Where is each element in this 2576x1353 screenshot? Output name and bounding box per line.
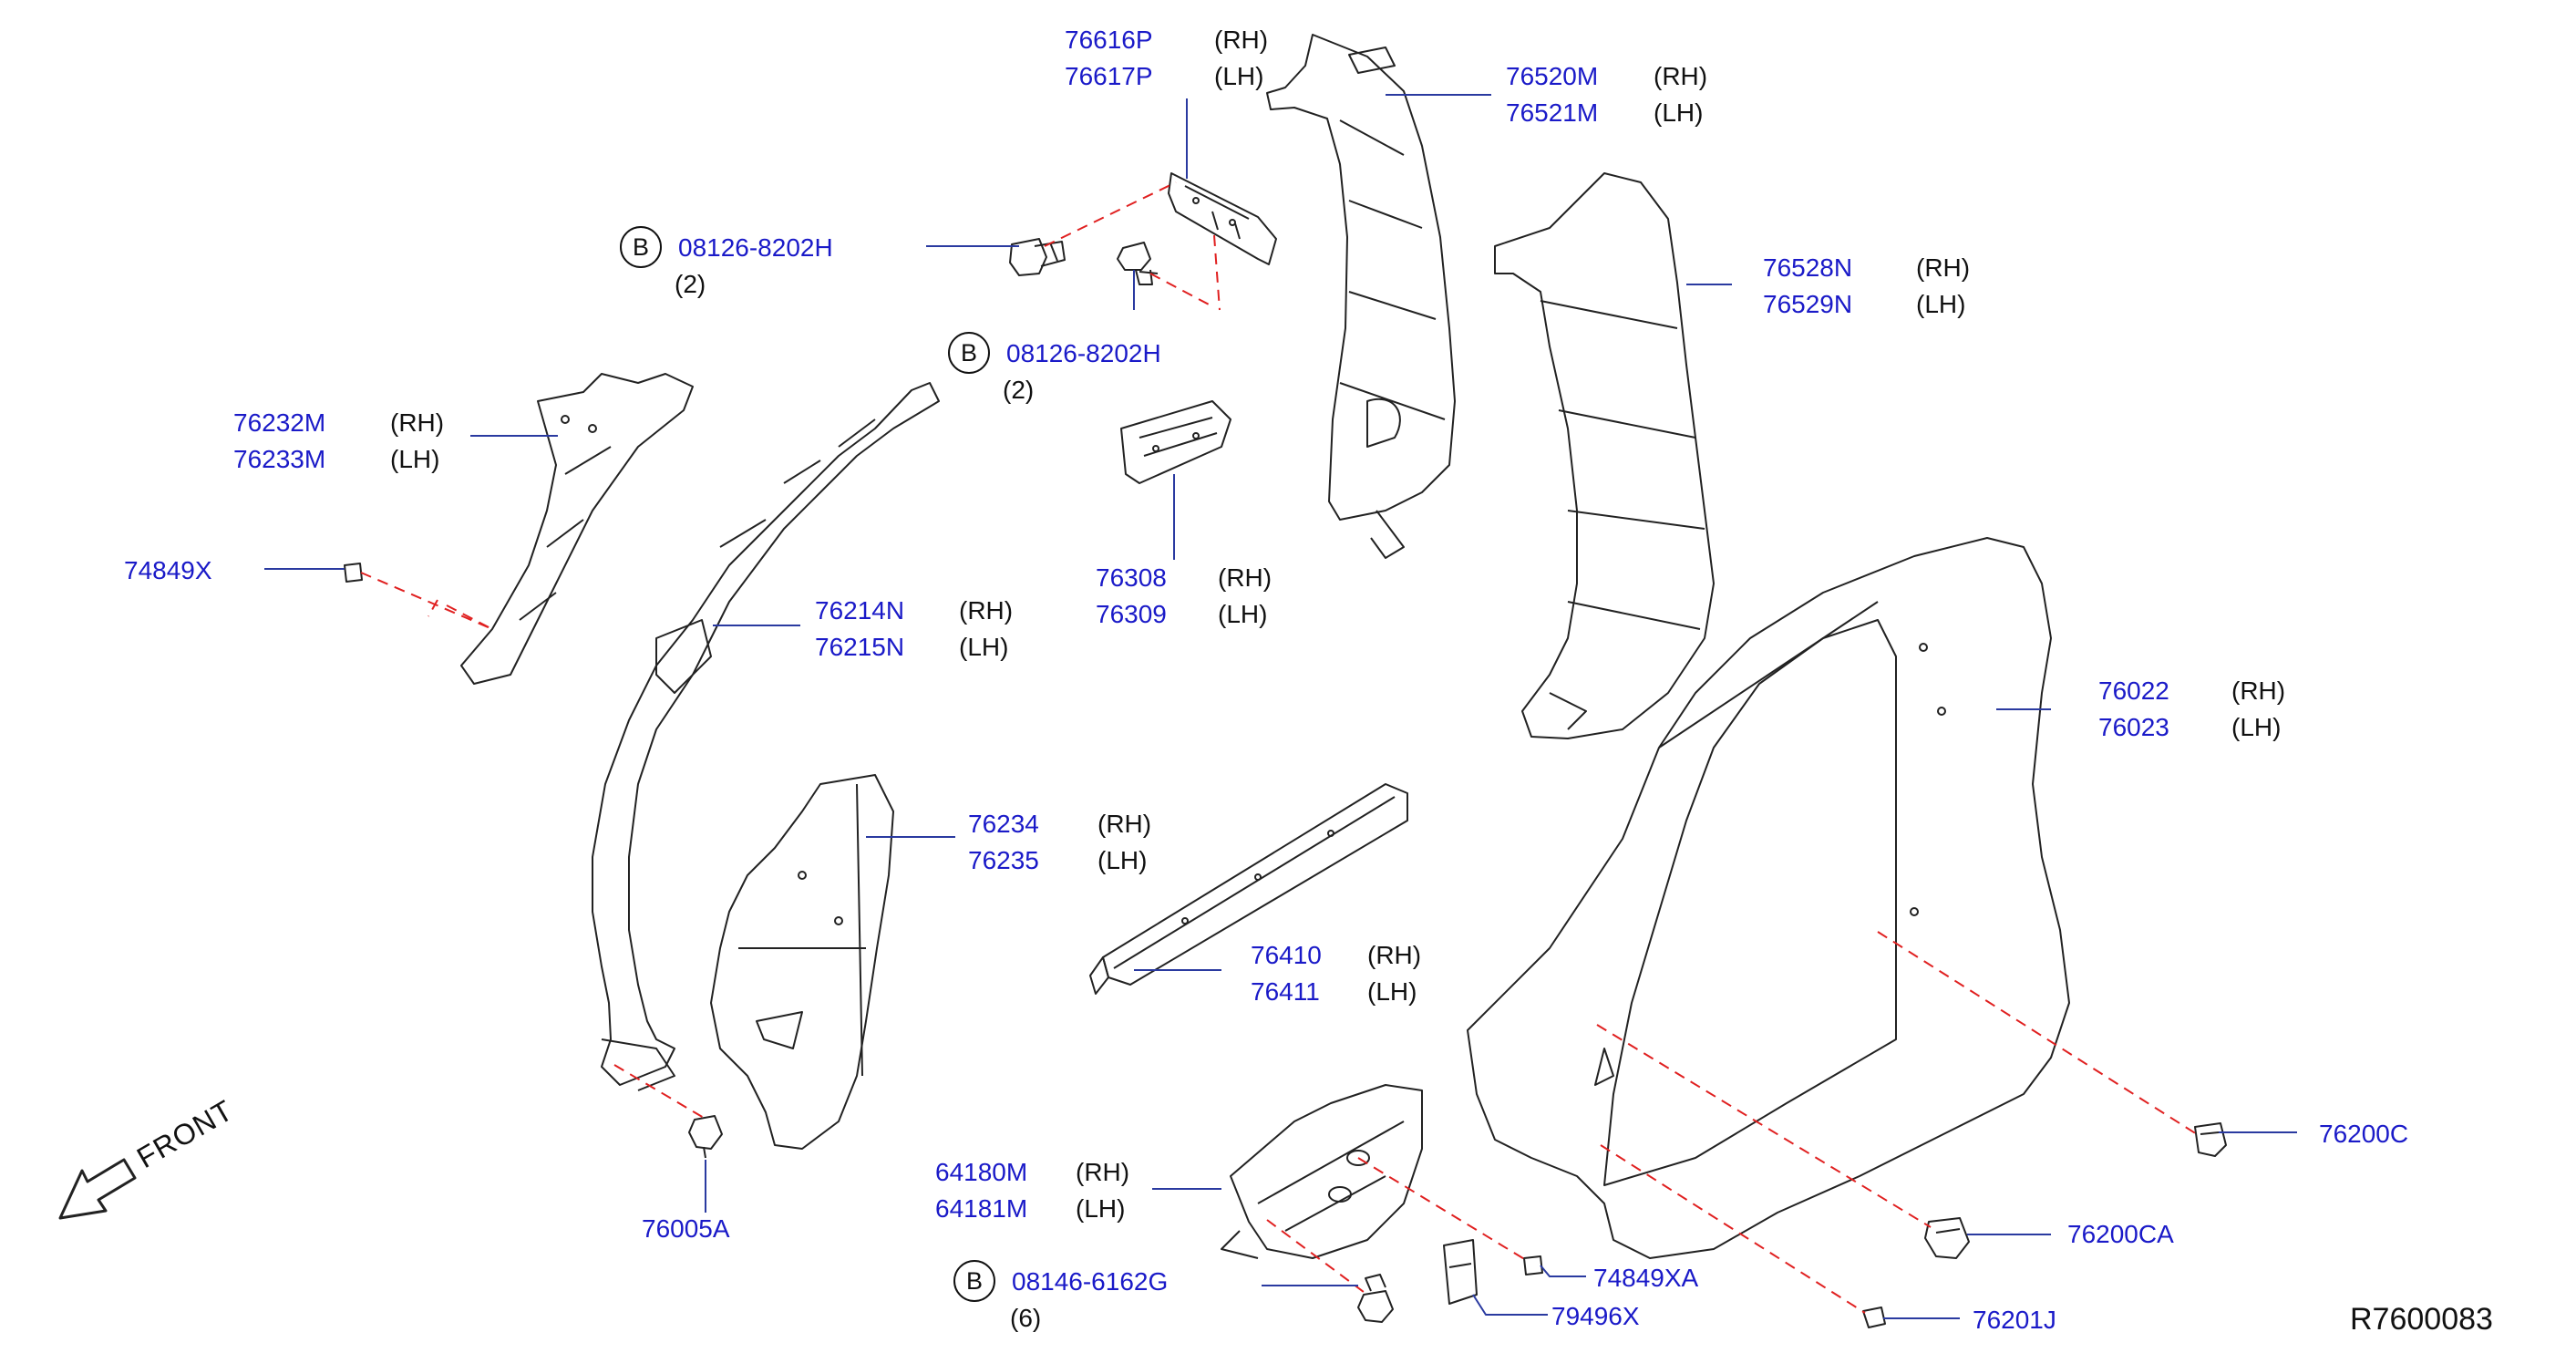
front-pillar-inner-part <box>592 382 940 1091</box>
callout-08126-upper-badge: B <box>620 226 662 268</box>
installation-guide-lines <box>360 181 2198 1314</box>
callout-76617p[interactable]: 76617P <box>1065 62 1153 90</box>
callout-08126-upper-qty: (2) <box>675 270 706 298</box>
callout-76215n[interactable]: 76215N <box>815 633 905 661</box>
callout-76521m[interactable]: 76521M <box>1506 98 1599 127</box>
callout-76235[interactable]: 76235 <box>968 846 1039 874</box>
callout-76616p-side: (RH) <box>1214 26 1269 54</box>
callout-64181m-side: (LH) <box>1076 1194 1126 1223</box>
callout-76528n[interactable]: 76528N <box>1763 253 1853 282</box>
hinge-pillar-part <box>710 774 894 1150</box>
diagram-reference-code: R7600083 <box>2350 1302 2493 1337</box>
callout-76201j[interactable]: 76201J <box>1973 1306 2056 1334</box>
callout-76215n-side: (LH) <box>959 633 1009 661</box>
pillar-bracket-part <box>1120 400 1231 484</box>
callout-76411-side: (LH) <box>1367 977 1417 1006</box>
body-side-outer-panel-part <box>1467 537 2070 1259</box>
callout-64181m[interactable]: 64181M <box>935 1194 1028 1223</box>
callout-76308-side: (RH) <box>1218 563 1273 592</box>
callout-76200c[interactable]: 76200C <box>2319 1120 2409 1148</box>
callout-leader-lines <box>264 94 2297 1319</box>
callout-74849x[interactable]: 74849X <box>124 556 212 584</box>
callout-76200ca[interactable]: 76200CA <box>2067 1220 2174 1248</box>
callout-76233m[interactable]: 76233M <box>233 445 326 473</box>
callout-08146[interactable]: 08146-6162G <box>1012 1267 1169 1296</box>
quarter-inner-panel-part <box>1494 172 1715 739</box>
callout-76214n-side: (RH) <box>959 596 1014 625</box>
callout-76528n-side: (RH) <box>1916 253 1971 282</box>
roof-rail-reinforcement-part <box>1168 172 1277 265</box>
callout-64180m-side: (RH) <box>1076 1158 1130 1186</box>
callout-76232m-side: (RH) <box>390 408 445 437</box>
callout-76309-side: (LH) <box>1218 600 1268 628</box>
callout-76529n[interactable]: 76529N <box>1763 290 1853 318</box>
callout-08146-badge: B <box>953 1260 995 1302</box>
callout-76410[interactable]: 76410 <box>1251 941 1322 969</box>
callout-08146-qty: (6) <box>1010 1304 1042 1332</box>
callout-76521m-side: (LH) <box>1654 98 1704 127</box>
clip-part-74849xa <box>1523 1255 1543 1276</box>
callout-64180m[interactable]: 64180M <box>935 1158 1028 1186</box>
callout-76233m-side: (LH) <box>390 445 440 473</box>
callout-08126-lower[interactable]: 08126-8202H <box>1006 339 1161 367</box>
a-pillar-upper-reinforcement-part <box>460 373 694 685</box>
callout-76520m[interactable]: 76520M <box>1506 62 1599 90</box>
seat-belt-anchor-bracket-part <box>1221 1084 1423 1259</box>
bolt-part-76005a <box>688 1115 723 1159</box>
callout-08126-lower-badge: B <box>948 332 990 374</box>
callout-76411[interactable]: 76411 <box>1251 977 1320 1006</box>
callout-76023[interactable]: 76023 <box>2098 713 2169 741</box>
callout-76308[interactable]: 76308 <box>1096 563 1167 592</box>
callout-08126-upper[interactable]: 08126-8202H <box>678 233 833 262</box>
front-direction-arrow-icon <box>58 1158 137 1220</box>
plate-part-79496x <box>1443 1239 1478 1305</box>
b-pillar-upper-part <box>1266 34 1456 559</box>
clip-part-76200c <box>2194 1122 2227 1157</box>
callout-76616p[interactable]: 76616P <box>1065 26 1153 54</box>
callout-76309[interactable]: 76309 <box>1096 600 1167 628</box>
callout-76022[interactable]: 76022 <box>2098 676 2169 705</box>
callout-76410-side: (RH) <box>1367 941 1422 969</box>
clip-part-76201j <box>1862 1307 1886 1328</box>
clip-part-76200ca <box>1924 1217 1970 1259</box>
callout-76022-side: (RH) <box>2231 676 2286 705</box>
callout-76617p-side: (LH) <box>1214 62 1264 90</box>
callout-08126-lower-qty: (2) <box>1003 376 1035 404</box>
callout-76234-side: (RH) <box>1097 810 1152 838</box>
callout-76214n[interactable]: 76214N <box>815 596 905 625</box>
bolt-part-08146 <box>1357 1274 1394 1323</box>
callout-79496x[interactable]: 79496X <box>1551 1302 1640 1330</box>
clip-part-74849x <box>344 563 363 583</box>
callout-76005a[interactable]: 76005A <box>642 1214 730 1243</box>
callout-76234[interactable]: 76234 <box>968 810 1039 838</box>
callout-76520m-side: (RH) <box>1654 62 1708 90</box>
callout-76529n-side: (LH) <box>1916 290 1966 318</box>
callout-76023-side: (LH) <box>2231 713 2282 741</box>
callout-74849xa[interactable]: 74849XA <box>1593 1264 1699 1292</box>
bolt-part-lower <box>1117 242 1159 285</box>
callout-76232m[interactable]: 76232M <box>233 408 326 437</box>
side-sill-inner-part <box>1089 783 1408 995</box>
callout-76235-side: (LH) <box>1097 846 1148 874</box>
bolt-part-upper <box>1009 238 1066 276</box>
